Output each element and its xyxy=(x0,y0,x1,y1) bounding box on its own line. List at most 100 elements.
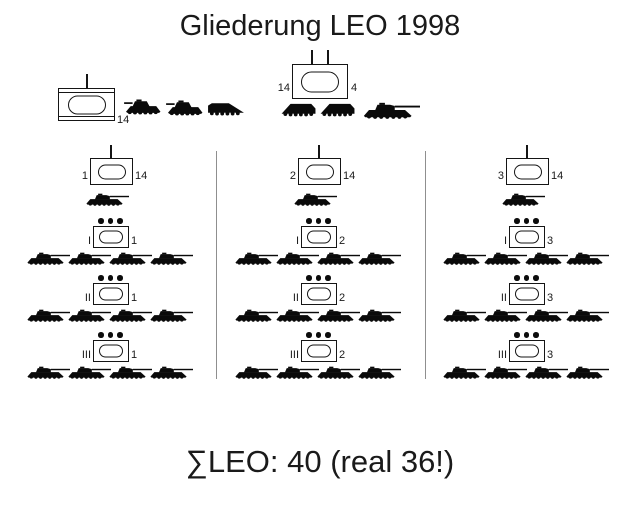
tank-icon xyxy=(86,193,129,206)
platoon-numeral-label: III xyxy=(289,349,299,361)
tank-icon xyxy=(525,366,568,379)
tank-icon xyxy=(317,309,360,322)
echelon-tick xyxy=(110,145,112,158)
platoon-dot xyxy=(306,332,312,338)
tank-icon xyxy=(443,309,486,322)
battalion-unit-box xyxy=(292,64,348,99)
platoon-dot xyxy=(306,275,312,281)
platoon-company-label: 1 xyxy=(131,235,138,247)
tank-row xyxy=(26,251,193,266)
platoon-dot xyxy=(107,332,113,338)
platoon-unit-box xyxy=(509,340,545,362)
tank-icon xyxy=(109,252,152,265)
tank-icon xyxy=(443,252,486,265)
platoon-numeral-label: II xyxy=(292,292,299,304)
platoon-dots xyxy=(514,218,539,224)
tank-icon xyxy=(525,309,568,322)
battalion-left-label: 14 xyxy=(277,82,290,94)
platoon-dot xyxy=(98,275,104,281)
platoon-dots xyxy=(98,218,123,224)
platoon-dot xyxy=(325,218,331,224)
armor-oval xyxy=(307,230,331,244)
tank-icon xyxy=(150,252,193,265)
platoon-dot xyxy=(533,332,539,338)
armor-oval xyxy=(307,344,331,358)
platoon-numeral-label: I xyxy=(295,235,299,247)
armor-oval xyxy=(513,164,542,179)
platoon-dot xyxy=(107,218,113,224)
platoon-dots xyxy=(514,332,539,338)
tank-icon xyxy=(235,309,278,322)
diagram-title: Gliederung LEO 1998 xyxy=(179,10,461,42)
platoon-dot xyxy=(117,218,123,224)
platoon-dot xyxy=(514,332,520,338)
company-1-unit-box xyxy=(90,158,133,185)
battalion-right-label: 4 xyxy=(351,82,358,94)
tank-icon xyxy=(150,366,193,379)
tank-icon xyxy=(566,252,609,265)
apc-icon xyxy=(320,103,355,117)
tank-row xyxy=(234,308,401,323)
platoon-company-label: 1 xyxy=(131,349,138,361)
tank-icon xyxy=(27,252,70,265)
armor-oval xyxy=(307,287,331,301)
armor-oval xyxy=(99,287,123,301)
tank-row xyxy=(26,308,193,323)
platoon-dot xyxy=(325,332,331,338)
tank-icon xyxy=(150,309,193,322)
armor-oval xyxy=(99,230,123,244)
platoon-company-label: 3 xyxy=(547,292,554,304)
platoon-numeral-label: III xyxy=(81,349,91,361)
armor-oval xyxy=(99,344,123,358)
hq-company-unit-box xyxy=(58,88,115,121)
company-number-label: 1 xyxy=(81,170,88,182)
recovery-vehicle-icon xyxy=(208,103,244,116)
company-strength-label: 14 xyxy=(551,170,564,182)
tank-icon xyxy=(566,366,609,379)
platoon-unit-box xyxy=(93,283,129,305)
hq-strength-label: 14 xyxy=(117,114,130,126)
armor-oval xyxy=(67,95,106,114)
platoon-unit-box xyxy=(509,226,545,248)
platoon-dots xyxy=(98,332,123,338)
platoon-dot xyxy=(117,332,123,338)
armor-oval xyxy=(97,164,126,179)
tank-icon xyxy=(276,252,319,265)
platoon-dots xyxy=(306,275,331,281)
echelon-tick xyxy=(311,50,313,64)
platoon-dots xyxy=(306,218,331,224)
company-3-unit-box xyxy=(506,158,549,185)
tank-icon xyxy=(68,252,111,265)
platoon-dot xyxy=(315,275,321,281)
tank-icon xyxy=(363,102,420,119)
tank-left-icon xyxy=(124,99,161,115)
platoon-company-label: 2 xyxy=(339,349,346,361)
armor-oval xyxy=(305,164,334,179)
apc-icon xyxy=(281,103,316,117)
platoon-dot xyxy=(325,275,331,281)
tank-left-icon xyxy=(166,100,203,116)
platoon-dots xyxy=(98,275,123,281)
platoon-numeral-label: III xyxy=(497,349,507,361)
tank-icon xyxy=(294,193,337,206)
echelon-tick xyxy=(318,145,320,158)
platoon-unit-box xyxy=(301,226,337,248)
platoon-dot xyxy=(523,275,529,281)
tank-icon xyxy=(484,252,527,265)
platoon-dot xyxy=(315,218,321,224)
tank-row xyxy=(26,365,193,380)
platoon-dot xyxy=(107,275,113,281)
platoon-company-label: 2 xyxy=(339,292,346,304)
platoon-dot xyxy=(523,332,529,338)
tank-icon xyxy=(27,366,70,379)
tank-row xyxy=(442,308,609,323)
tank-icon xyxy=(235,252,278,265)
tank-icon xyxy=(68,309,111,322)
platoon-dot xyxy=(117,275,123,281)
platoon-dots xyxy=(514,275,539,281)
platoon-dot xyxy=(533,275,539,281)
column-divider xyxy=(425,151,426,379)
armor-oval xyxy=(515,344,539,358)
armor-oval xyxy=(515,287,539,301)
tank-icon xyxy=(317,252,360,265)
